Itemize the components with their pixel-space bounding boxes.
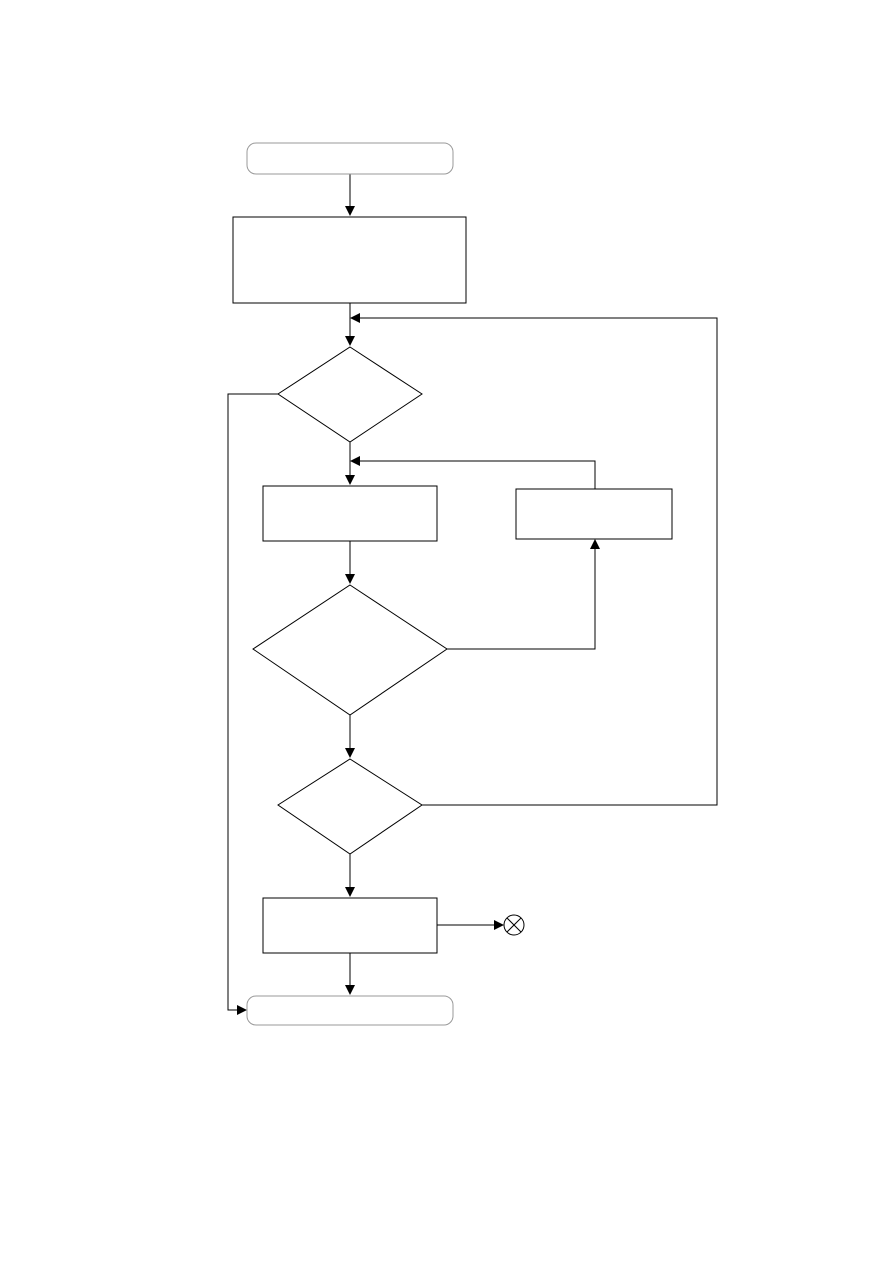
edge-decision2-to-process3 — [447, 539, 600, 650]
connectors — [227, 174, 718, 1015]
process1-box — [232, 216, 467, 304]
decision1-diamond — [277, 346, 423, 443]
edge-process3-to-process2 — [350, 456, 596, 489]
process4-box — [262, 897, 438, 954]
offpage-connector-icon — [503, 914, 525, 936]
process3-box — [515, 488, 673, 540]
process2-box — [262, 485, 438, 542]
end-terminator — [246, 995, 454, 1026]
decision2-diamond — [252, 584, 448, 716]
nodes — [232, 142, 673, 1026]
decision3-diamond — [277, 758, 423, 855]
start-terminator — [246, 142, 454, 175]
edge-decision3-to-decision1 — [350, 313, 718, 806]
edge-decision1-to-end — [227, 393, 278, 1015]
